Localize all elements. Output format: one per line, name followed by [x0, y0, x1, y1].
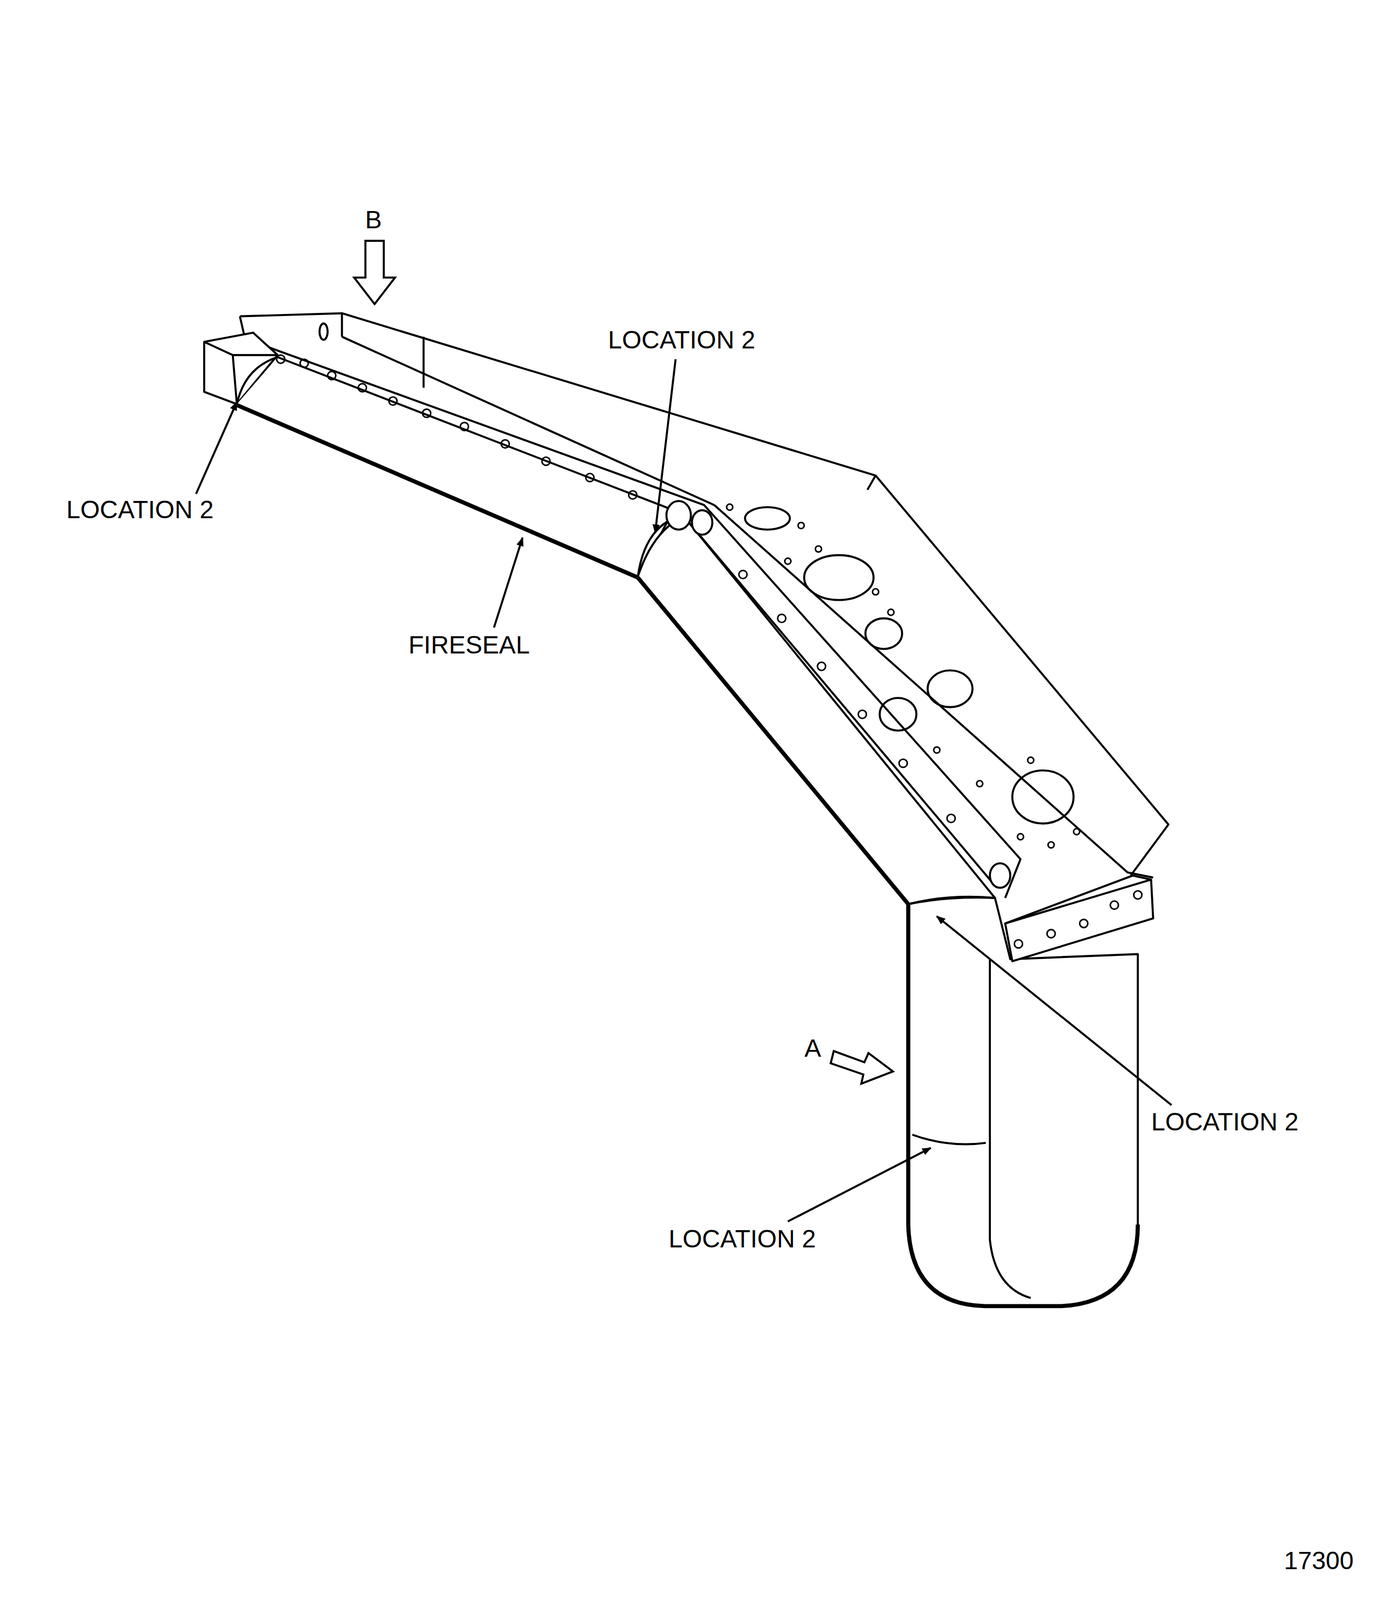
location-callout: LOCATION 2	[608, 326, 756, 355]
view-letter: B	[365, 206, 382, 235]
location-callout: LOCATION 2	[1151, 1108, 1299, 1137]
part-name: FIRESEAL	[408, 631, 530, 660]
location-callout: LOCATION 2	[668, 1225, 816, 1254]
view-letter: A	[804, 1034, 822, 1063]
location-callout: LOCATION 2	[66, 496, 214, 524]
figure-number: 17300	[1283, 1547, 1354, 1575]
